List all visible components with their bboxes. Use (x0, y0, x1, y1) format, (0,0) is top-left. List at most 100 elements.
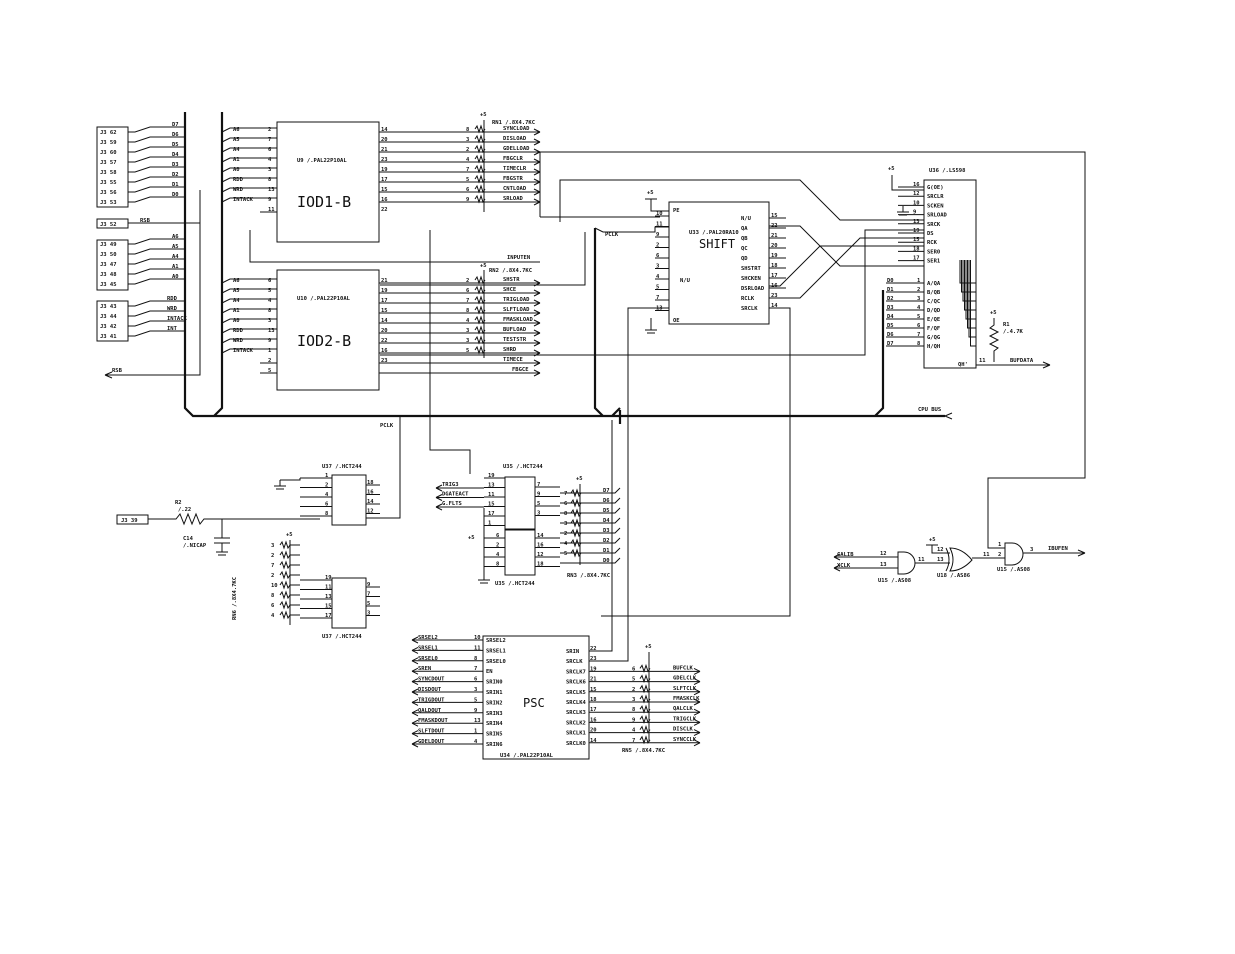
u35-signal-label: TRIG3 (442, 482, 459, 488)
u36-data-label: D5 (887, 323, 894, 329)
chip-output-signal: TIMECLR (503, 166, 527, 172)
pin-number: 13 (268, 328, 275, 334)
pin-number: 3 (268, 167, 271, 173)
pin-number: 21 (381, 147, 388, 153)
u34-input-arrow (411, 709, 419, 717)
cpu-bus-arrow (944, 412, 953, 420)
pin-number: 17 (913, 256, 920, 262)
u37b-body (331, 577, 367, 629)
chip-input-wire (221, 197, 278, 203)
j3-pin-label: J3 42 (100, 324, 117, 330)
u34-input-arrow (411, 719, 419, 727)
rn-pin-number: 3 (564, 521, 567, 527)
u36-srload-wire (559, 179, 924, 222)
u10-body (276, 269, 380, 391)
u34-pin-name: SRIN1 (486, 690, 503, 696)
u34-pin-name: SRSEL1 (486, 648, 507, 654)
pullup-resistor (639, 704, 651, 714)
chip-input-label: WRD (233, 187, 244, 193)
plus5-u36: +5 (888, 166, 895, 172)
pin-number: 22 (381, 338, 388, 344)
chip-output-signal: SLFTLOAD (503, 307, 530, 313)
pin-number: 6 (656, 253, 660, 259)
j3-data-wire (128, 176, 185, 183)
plus5-rn6: +5 (286, 532, 293, 538)
u36-io-loop (962, 260, 976, 302)
u34-clk-signal: SYNCCLK (673, 737, 697, 743)
u34-name: U34 /.PAL22P10AL (500, 753, 554, 759)
inputen-wire (249, 230, 540, 263)
j3-pin-label: J3 47 (100, 262, 117, 268)
u36-pin-name: G(OE) (927, 185, 944, 191)
srload-loop-wire (539, 151, 1086, 549)
chip-output-signal: FBGCE (512, 367, 529, 373)
chip-input-wire (221, 298, 278, 304)
j3-addr-wire (128, 268, 185, 275)
chip-output-signal: SRLOAD (503, 196, 524, 202)
chip-output-signal: TRIGLOAD (503, 297, 530, 303)
u34-pin-name: SRSEL0 (486, 659, 506, 665)
pin-number: 17 (325, 613, 332, 619)
pin-number: 19 (325, 575, 332, 581)
u35a-body (504, 476, 536, 530)
pullup-resistor (279, 580, 291, 590)
u33-output-name: SHSTRT (741, 266, 762, 272)
data-line-label: D6 (172, 132, 179, 138)
pullup-resistor (639, 684, 651, 694)
u33-output-name: QD (741, 256, 748, 262)
pin-number: 7 (367, 592, 370, 598)
u18-xor-arc (945, 547, 950, 572)
u36-gnd (897, 206, 909, 216)
pin-number: 3 (917, 296, 920, 302)
chip-output-arrow (533, 138, 541, 146)
j3-pin-label: J3 44 (100, 314, 117, 320)
u35-signal-arrow (435, 484, 443, 492)
pin-number: 21 (590, 677, 597, 683)
bufdata-label: BUFDATA (1010, 358, 1034, 364)
u34-input-arrow (411, 740, 419, 748)
pin-number: 12 (537, 552, 544, 558)
pullup-resistor (474, 275, 486, 285)
u9-chip: U9 /.PAL22P10AL IOD1-B 2A67A56A44A13A08R… (221, 121, 541, 243)
pin-number: 19 (913, 228, 920, 234)
data-line-label: D5 (172, 142, 179, 148)
u15b-gate (1004, 542, 1024, 566)
pin-number: 4 (496, 552, 500, 558)
pin-number: 11 (488, 492, 495, 498)
pin-number: 8 (268, 308, 271, 314)
pin-number: 10 (913, 200, 920, 206)
pin-number: 12 (913, 191, 920, 197)
rn-pin-number: 7 (271, 563, 274, 569)
u18-gate (949, 547, 973, 572)
u34-pin-name: SRIN6 (486, 742, 503, 748)
j3-top-block (96, 126, 129, 208)
u36-pin-name: RCK (927, 240, 938, 246)
u36-pin-name: SER1 (927, 259, 941, 265)
u37a-body (331, 474, 367, 526)
data-line-label: D0 (172, 192, 179, 198)
u33-oe: OE (673, 318, 680, 324)
chip-input-label: A1 (233, 157, 240, 163)
u15a-wires (880, 556, 950, 569)
rn-pin-number: 7 (466, 298, 469, 304)
u10-chip: U10 /.PAL22P10AL IOD2-B 6A65A54A48A13A01… (221, 269, 541, 391)
u36-pin-name: SCKEN (927, 203, 944, 209)
shstr-wire (380, 232, 586, 286)
u34-clk-arrow (693, 667, 701, 675)
j3-pin-label: J3 62 (100, 130, 117, 136)
rn-pin-number: 8 (632, 707, 635, 713)
u37a-name: U37 /.HCT244 (322, 464, 362, 470)
chip-input-label: A1 (233, 308, 240, 314)
data-line-label: D7 (172, 122, 179, 128)
chip-output-signal: SHCE (503, 287, 516, 293)
u36-pin-name: SRCLR (927, 194, 944, 200)
chip-input-wire (221, 167, 278, 173)
pin-number: 13 (488, 483, 495, 489)
plus5-rn5: +5 (645, 644, 652, 650)
addr-line-label: A4 (172, 254, 179, 260)
u33-name: U33 /.PAL20RA10 (689, 230, 739, 236)
u35-signal-arrow (435, 494, 443, 501)
u35a-name: U35 /.HCT244 (503, 464, 543, 470)
